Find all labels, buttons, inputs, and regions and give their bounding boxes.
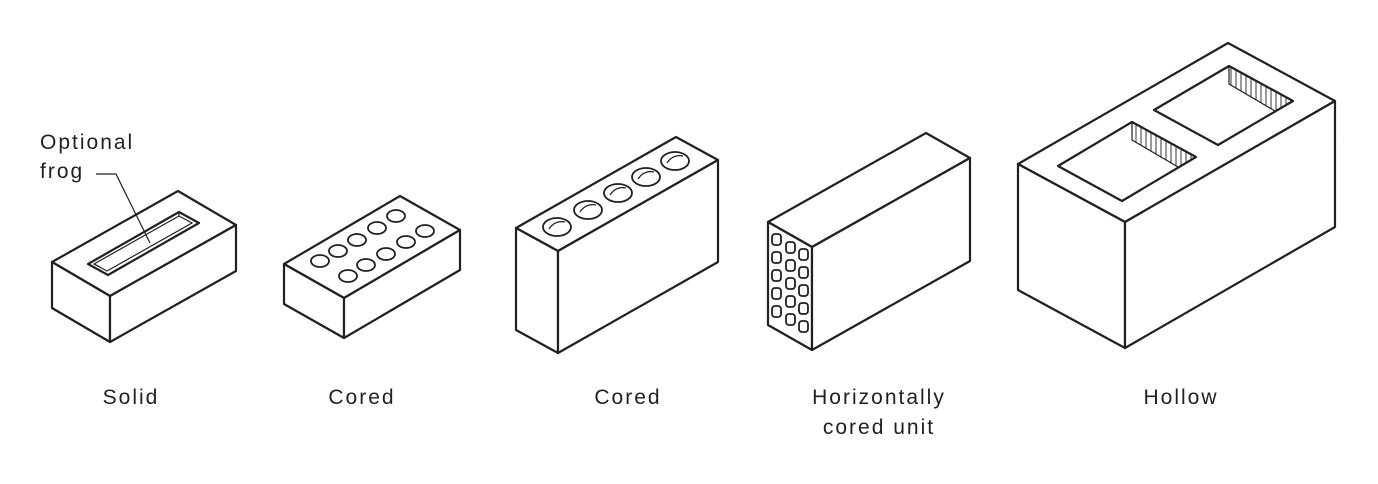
frog-recess-inner bbox=[92, 215, 194, 272]
core-holes bbox=[310, 209, 435, 283]
cored-block-end-face bbox=[514, 226, 560, 355]
cored-block-tall bbox=[514, 135, 720, 355]
hollow-block bbox=[1016, 41, 1337, 350]
label-hollow: Hollow bbox=[1143, 386, 1218, 409]
core-holes bbox=[542, 151, 690, 237]
hollow-cell-back bbox=[1152, 64, 1295, 147]
horizontal-unit-side-face bbox=[810, 156, 972, 352]
frog-recess bbox=[86, 210, 201, 277]
callout-text-line-2: frog bbox=[40, 160, 84, 183]
cored-brick-side-face bbox=[342, 228, 462, 340]
label-cored-tall: Cored bbox=[594, 386, 661, 409]
callout-text-line-1: Optional bbox=[40, 131, 134, 154]
label-horizontal-line-1: Horizontally bbox=[812, 386, 946, 409]
callout-leader bbox=[96, 173, 151, 244]
solid-brick bbox=[50, 189, 238, 344]
hollow-cell-front bbox=[1056, 120, 1198, 203]
cored-brick-small bbox=[282, 194, 462, 340]
horizontal-core-cells bbox=[771, 233, 809, 333]
label-cored-small: Cored bbox=[328, 386, 395, 409]
cored-block-side-face bbox=[556, 158, 720, 355]
hollow-block-side-face bbox=[1123, 99, 1337, 350]
solid-brick-side-face bbox=[108, 223, 238, 344]
label-solid: Solid bbox=[103, 386, 160, 409]
label-horizontal-line-2: cored unit bbox=[823, 416, 935, 439]
horizontally-cored-unit bbox=[766, 131, 972, 352]
